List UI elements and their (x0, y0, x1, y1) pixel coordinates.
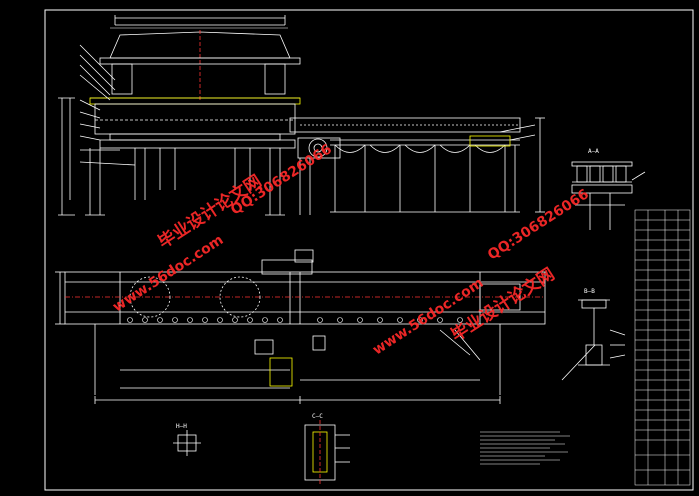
section-hh-view (173, 430, 201, 456)
section-label-hh: H—H (176, 423, 187, 430)
parts-list-table (634, 209, 691, 486)
top-elevation-view (58, 15, 301, 216)
plan-view (55, 249, 546, 404)
section-bb-view (561, 299, 626, 381)
section-cc-view (304, 420, 350, 485)
technical-notes (480, 431, 570, 465)
section-label-bb: B—B (584, 288, 595, 295)
section-label-aa: A—A (588, 148, 599, 155)
conveyor-elevation-view (289, 117, 545, 215)
section-label-cc: C—C (312, 413, 323, 420)
drawing-frame (44, 9, 694, 491)
section-aa-view (571, 161, 646, 230)
